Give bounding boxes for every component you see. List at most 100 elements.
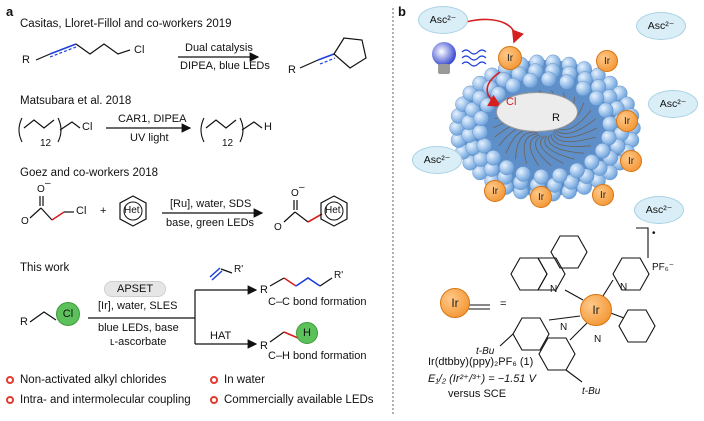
row3-header: Goez and co-workers 2018 <box>20 167 159 179</box>
panel-b-label: b <box>398 4 406 19</box>
row3-arene <box>119 195 147 227</box>
micelle-sphere <box>541 71 557 87</box>
row2-arrow-bottom: UV light <box>130 132 169 144</box>
micelle-sphere <box>575 80 591 97</box>
row4-alkene-r: R' <box>234 264 244 275</box>
row2-sub-right: 12 <box>222 138 234 149</box>
ir-catalyst-sphere: Ir <box>620 150 642 172</box>
micelle-sphere <box>476 137 492 154</box>
n-label: N <box>594 334 602 345</box>
micelle-sphere <box>473 110 489 127</box>
hydrophobic-tail <box>544 135 575 160</box>
row1-header: Casitas, Lloret-Fillol and co-workers 20… <box>20 18 232 30</box>
bullet-icon <box>6 375 14 384</box>
row2-arrow-top: CAR1, DIPEA <box>118 113 187 125</box>
micelle-sphere <box>594 143 611 159</box>
n-label: N <box>550 284 558 295</box>
row4-prod2-caption: C–H bond formation <box>268 350 367 362</box>
hydrophobic-tail <box>529 134 541 166</box>
micelle-sphere <box>559 74 575 90</box>
hydrophobic-tail <box>552 132 596 143</box>
red-arrow-top <box>465 18 524 44</box>
row4-cond1: [Ir], water, SLES <box>98 300 178 312</box>
ir-catalyst-sphere: Ir <box>592 184 614 206</box>
micelle-sphere <box>515 166 531 182</box>
row2-product <box>200 117 263 143</box>
row3-carboxylate <box>29 196 74 221</box>
row4-prod1-r: R <box>260 284 268 296</box>
panel-a-label: a <box>6 4 14 19</box>
row3-minus: – <box>45 178 51 189</box>
ir-complex <box>468 227 656 383</box>
row1-product <box>299 37 367 69</box>
row2-h-label: H <box>264 121 272 133</box>
row4-product-cc <box>269 277 333 287</box>
feature-1: Non-activated alkyl chlorides <box>6 374 166 386</box>
n-label: N <box>560 322 568 333</box>
row3-arrow-bottom: base, green LEDs <box>166 217 255 229</box>
hydrophobic-tail <box>540 135 564 164</box>
row4-alkene <box>209 267 233 281</box>
row4-prod1-caption: C–C bond formation <box>268 296 367 308</box>
hydrophobic-tail <box>553 127 598 138</box>
feature-4: Commercially available LEDs <box>210 394 374 406</box>
hydrophobic-tail <box>548 135 584 154</box>
row4-hat: HAT <box>210 330 232 342</box>
hydrogen-atom: H <box>296 322 318 344</box>
micelle-sphere <box>552 167 568 184</box>
row4-prod2-r: R <box>260 340 268 352</box>
row3-p-o-top: O <box>291 188 299 199</box>
ascorbate-bubble: Asc²⁻ <box>412 146 462 174</box>
micelle-sphere <box>522 72 538 89</box>
row1-arrow-top: Dual catalysis <box>185 42 253 54</box>
hydrophobic-tail <box>554 118 596 134</box>
row2-cl-label: Cl <box>82 121 93 133</box>
row4-product-ch <box>269 331 299 343</box>
tbu-left: t-Bu <box>476 346 495 357</box>
radical-dot: • <box>652 228 656 239</box>
bullet-icon <box>210 375 218 384</box>
substrate-ellipse <box>496 92 578 132</box>
ir-catalyst-sphere: Ir <box>616 110 638 132</box>
chlorine-atom: Cl <box>56 302 80 326</box>
feature-3: Intra- and intermolecular coupling <box>6 394 191 406</box>
micelle-sphere <box>485 150 502 166</box>
row1-product-r: R <box>288 64 296 76</box>
row2-header: Matsubara et al. 2018 <box>20 95 132 107</box>
n-label: N <box>620 282 628 293</box>
light-bulb <box>432 42 456 74</box>
ascorbate-bubble: Asc²⁻ <box>418 6 468 34</box>
row4-cond2: blue LEDs, base <box>98 322 179 334</box>
row4-prod1-rp: R' <box>334 270 344 281</box>
complex-name: Ir(dtbby)(ppy)₂PF₆ (1) <box>428 356 534 368</box>
ir-catalyst-sphere: Ir <box>530 186 552 208</box>
equals-sign: = <box>500 298 507 310</box>
pf6-counterion: PF₆⁻ <box>652 262 675 273</box>
apset-badge: APSET <box>104 281 167 297</box>
ir-catalyst-sphere: Ir <box>498 46 522 70</box>
row4-r-label: R <box>20 316 28 328</box>
row2-substrate <box>18 117 81 143</box>
row1-substrate <box>35 43 131 61</box>
micelle-sphere <box>569 162 585 179</box>
micelle-sphere <box>598 102 614 119</box>
row3-p-o-bottom: O <box>274 222 282 233</box>
row3-cl-label: Cl <box>76 205 87 217</box>
hydrophobic-tail <box>515 131 537 160</box>
row4-cond3: ʟ-ascorbate <box>110 336 167 348</box>
micelle-cl: Cl <box>506 96 517 108</box>
micelle-sphere <box>601 129 617 146</box>
row2-sub-left: 12 <box>40 138 52 149</box>
ascorbate-bubble: Asc²⁻ <box>634 196 684 224</box>
row3-plus: + <box>100 205 107 217</box>
row3-arrow-top: [Ru], water, SDS <box>170 198 252 210</box>
ascorbate-bubble: Asc²⁻ <box>636 12 686 40</box>
row3-p-minus: – <box>299 182 305 193</box>
row3-o-top: O <box>37 184 45 195</box>
row3-product <box>283 195 348 227</box>
ir-legend-sphere: Ir <box>440 288 470 318</box>
row3-p-het: Het <box>325 205 341 216</box>
micelle-r: R <box>552 112 560 124</box>
row3-o-bottom: O <box>21 216 29 227</box>
hydrophobic-tail <box>550 134 592 147</box>
